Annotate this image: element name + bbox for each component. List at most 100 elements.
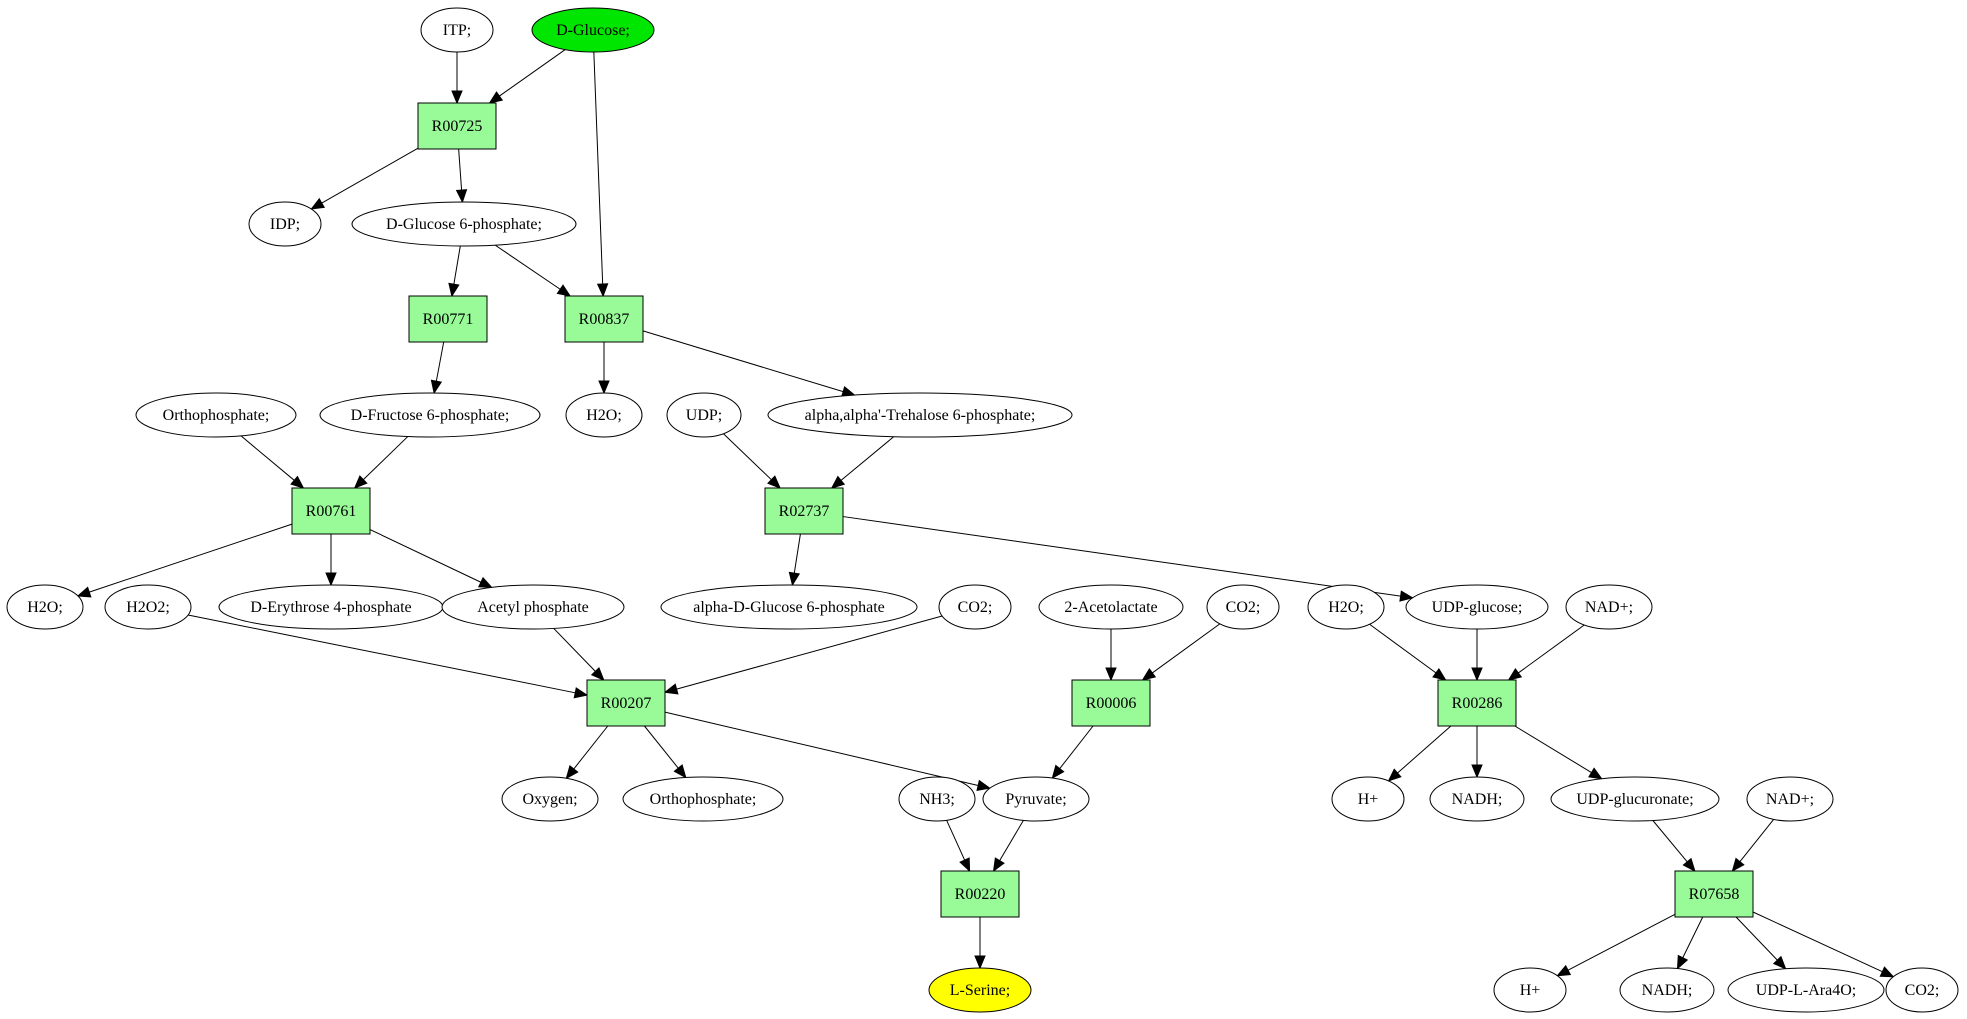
edge-g6p-to-r00837 [494,244,572,297]
compound-ellipse [6,584,84,630]
compound-node-acetolactate: 2-Acetolactate [1038,584,1184,630]
edge-co2a-to-r00207 [663,615,943,695]
compound-node-oxygen: Oxygen; [501,776,599,822]
edge-dglucose-to-r00837 [593,51,609,298]
arrowhead-icon [1676,954,1689,970]
node-label: ITP; [443,22,471,39]
edge-line [946,820,966,861]
reaction-node-r00207: R00207 [586,679,666,727]
edge-r00725-to-g6p [455,148,468,204]
node-label: Oxygen; [522,791,577,808]
node-label: R00220 [955,886,1006,903]
arrowhead-icon [788,571,801,587]
node-label: UDP-L-Ara4O; [1756,982,1856,999]
node-label: H+ [1358,791,1379,808]
arrowhead-icon [573,687,589,699]
compound-ellipse [928,967,1032,1013]
reaction-node-r00837: R00837 [564,295,644,343]
node-label: H2O; [1328,599,1364,616]
edge-r00220-to-lserine [974,917,986,970]
compound-ellipse [982,776,1090,822]
reaction-box [940,870,1020,918]
reaction-box [417,102,497,150]
arrowhead-icon [477,576,493,588]
arrowhead-icon [1507,667,1523,681]
compound-ellipse [660,584,918,630]
compound-ellipse [1405,584,1549,630]
edge-r00207-to-pyruvate [664,711,992,791]
edge-line [676,615,943,690]
node-label: H2O; [586,407,622,424]
edge-f6p-to-r00761 [353,436,409,489]
edge-line [499,49,566,97]
compound-node-udpglucose: UDP-glucose; [1405,584,1549,630]
arrowhead-icon [455,189,468,204]
compound-node-hplus2: H+ [1493,967,1567,1013]
compound-node-co2a: CO2; [938,584,1012,630]
node-label: 2-Acetolactate [1064,599,1157,616]
edge-h2o2-to-r00207 [187,614,589,699]
edge-nad2-to-r07658 [1731,819,1775,873]
edge-line [1514,725,1592,773]
node-label: R00771 [423,311,474,328]
compound-ellipse [1307,584,1385,630]
edge-r00286-to-nadh1 [1471,726,1483,779]
edge-line [553,628,596,672]
node-label: Orthophosphate; [163,407,270,424]
arrowhead-icon [959,857,971,873]
arrowhead-icon [1731,857,1745,873]
arrowhead-icon [310,197,326,210]
edge-line [593,51,604,285]
node-label: D-Fructose 6-phosphate; [351,407,510,424]
compound-ellipse [666,392,742,438]
compound-ellipse [351,201,577,247]
reaction-box [291,487,371,535]
edge-r00286-to-hplus1 [1387,725,1452,782]
compound-node-h2o1: H2O; [565,392,643,438]
node-label: alpha-D-Glucose 6-phosphate [693,599,885,616]
edge-line [458,148,463,191]
compound-node-nadh1: NADH; [1429,776,1525,822]
compound-node-udpglucuronate: UDP-glucuronate; [1550,776,1720,822]
edge-r00286-to-udpglucuronate [1514,725,1603,780]
compound-node-h2o3: H2O; [1307,584,1385,630]
reaction-box [1674,870,1754,918]
edge-dglucose-to-r00725 [488,49,566,104]
arrowhead-icon [976,779,992,791]
reaction-node-r00220: R00220 [940,870,1020,918]
arrowhead-icon [1399,590,1414,602]
node-label: D-Glucose; [556,22,630,39]
edge-r00837-to-h2o1 [598,342,610,395]
node-label: D-Glucose 6-phosphate; [386,216,542,233]
node-label: CO2; [1226,599,1261,616]
compound-node-nad1: NAD+; [1565,584,1653,630]
node-label: Acetyl phosphate [477,599,589,616]
arrowhead-icon [1105,667,1117,682]
compound-ellipse [441,584,625,630]
compound-ellipse [1565,584,1653,630]
compound-ellipse [135,392,297,438]
compound-node-nadh2: NADH; [1619,967,1715,1013]
compound-ellipse [1429,776,1525,822]
edge-h2o3-to-r00286 [1369,623,1447,681]
compound-ellipse [1206,584,1280,630]
compound-node-acetylp: Acetyl phosphate [441,584,625,630]
compound-node-co2c: CO2; [1885,967,1959,1013]
compound-ellipse [565,392,643,438]
compound-ellipse [1493,967,1567,1013]
arrowhead-icon [663,683,679,695]
arrowhead-icon [1879,966,1895,978]
node-label: UDP; [686,407,722,424]
compound-ellipse [104,584,192,630]
edge-line [642,330,844,393]
arrowhead-icon [992,857,1005,873]
node-label: R00207 [601,695,652,712]
node-label: NADH; [1452,791,1503,808]
node-label: UDP-glucuronate; [1576,791,1693,808]
edge-line [1518,624,1585,674]
node-label: Orthophosphate; [650,791,757,808]
compound-ellipse [898,776,976,822]
reaction-box [408,295,488,343]
edge-line [1059,725,1094,769]
reaction-box [586,679,666,727]
